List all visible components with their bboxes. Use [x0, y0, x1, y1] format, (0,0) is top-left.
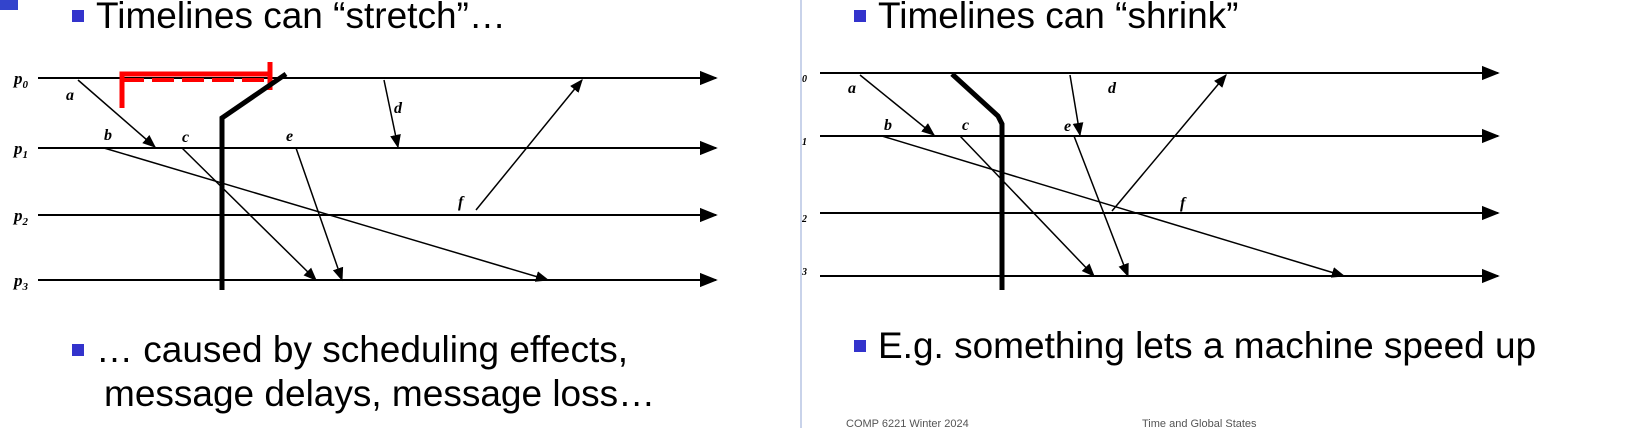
message-label-d: d [394, 100, 403, 117]
process-label-p3: p3 [12, 271, 29, 293]
shrink-heading: Timelines can “shrink” [878, 0, 1239, 36]
bullet-square-icon [854, 340, 866, 352]
footer-title: Time and Global States [1142, 418, 1257, 428]
bullet-square-icon [72, 10, 84, 22]
message-d [383, 79, 401, 149]
panel-divider [800, 0, 802, 428]
stretch-caption: … caused by scheduling effects, message … [72, 328, 655, 416]
stretch-marker [119, 71, 268, 108]
message-e [1073, 135, 1129, 278]
slide-corner-mark [0, 0, 18, 10]
consistent-cut [950, 72, 1005, 290]
process-label-p3: p3 [802, 259, 807, 278]
process-label-p2: p2 [12, 206, 29, 228]
footer-course: COMP 6221 Winter 2024 [846, 418, 969, 428]
message-label-f: f [1180, 195, 1187, 212]
message-a [77, 79, 157, 148]
message-c [181, 147, 317, 281]
shrink-timeline-diagram: p0 p1 p2 p3 a b c d e f [802, 65, 1500, 290]
stretch-timeline-diagram: p0 p1 p2 p3 a b c d e f [12, 62, 718, 293]
message-label-c: c [962, 117, 969, 134]
bullet-square-icon [72, 344, 84, 356]
message-label-d: d [1108, 80, 1117, 97]
message-c [959, 135, 1095, 277]
message-d [1069, 74, 1084, 137]
shrink-panel: Timelines can “shrink” p0 p1 p2 p3 a b c… [802, 0, 1636, 428]
stretch-caption-line1: … caused by scheduling effects, [96, 329, 629, 370]
process-label-p0: p0 [802, 66, 807, 85]
message-label-a: a [66, 87, 74, 104]
process-label-p0: p0 [12, 69, 29, 91]
shrink-heading-bullet: Timelines can “shrink” [854, 0, 1239, 38]
stretch-panel: Timelines can “stretch”… p0 p1 p2 p3 [0, 0, 800, 428]
process-label-p1: p1 [802, 129, 807, 148]
stretch-heading-bullet: Timelines can “stretch”… [72, 0, 506, 38]
message-label-e: e [286, 128, 293, 145]
process-label-p1: p1 [12, 139, 28, 161]
shrink-caption: E.g. something lets a machine speed up [878, 325, 1537, 366]
bullet-square-icon [854, 10, 866, 22]
stretch-heading: Timelines can “stretch”… [96, 0, 506, 36]
message-label-b: b [884, 117, 892, 134]
message-e [295, 147, 344, 282]
message-label-f: f [458, 194, 465, 211]
stretch-caption-line2: message delays, message loss… [104, 373, 656, 414]
message-f [1111, 73, 1227, 212]
message-f [475, 78, 583, 211]
shrink-caption-bullet: E.g. something lets a machine speed up [854, 324, 1536, 368]
process-label-p2: p2 [802, 206, 807, 225]
message-label-b: b [104, 127, 112, 144]
message-b [881, 135, 1346, 278]
message-label-a: a [848, 80, 856, 97]
message-a [859, 74, 936, 136]
message-b [103, 147, 550, 282]
message-label-e: e [1064, 118, 1071, 135]
consistent-cut [219, 71, 288, 290]
message-label-c: c [182, 129, 189, 146]
